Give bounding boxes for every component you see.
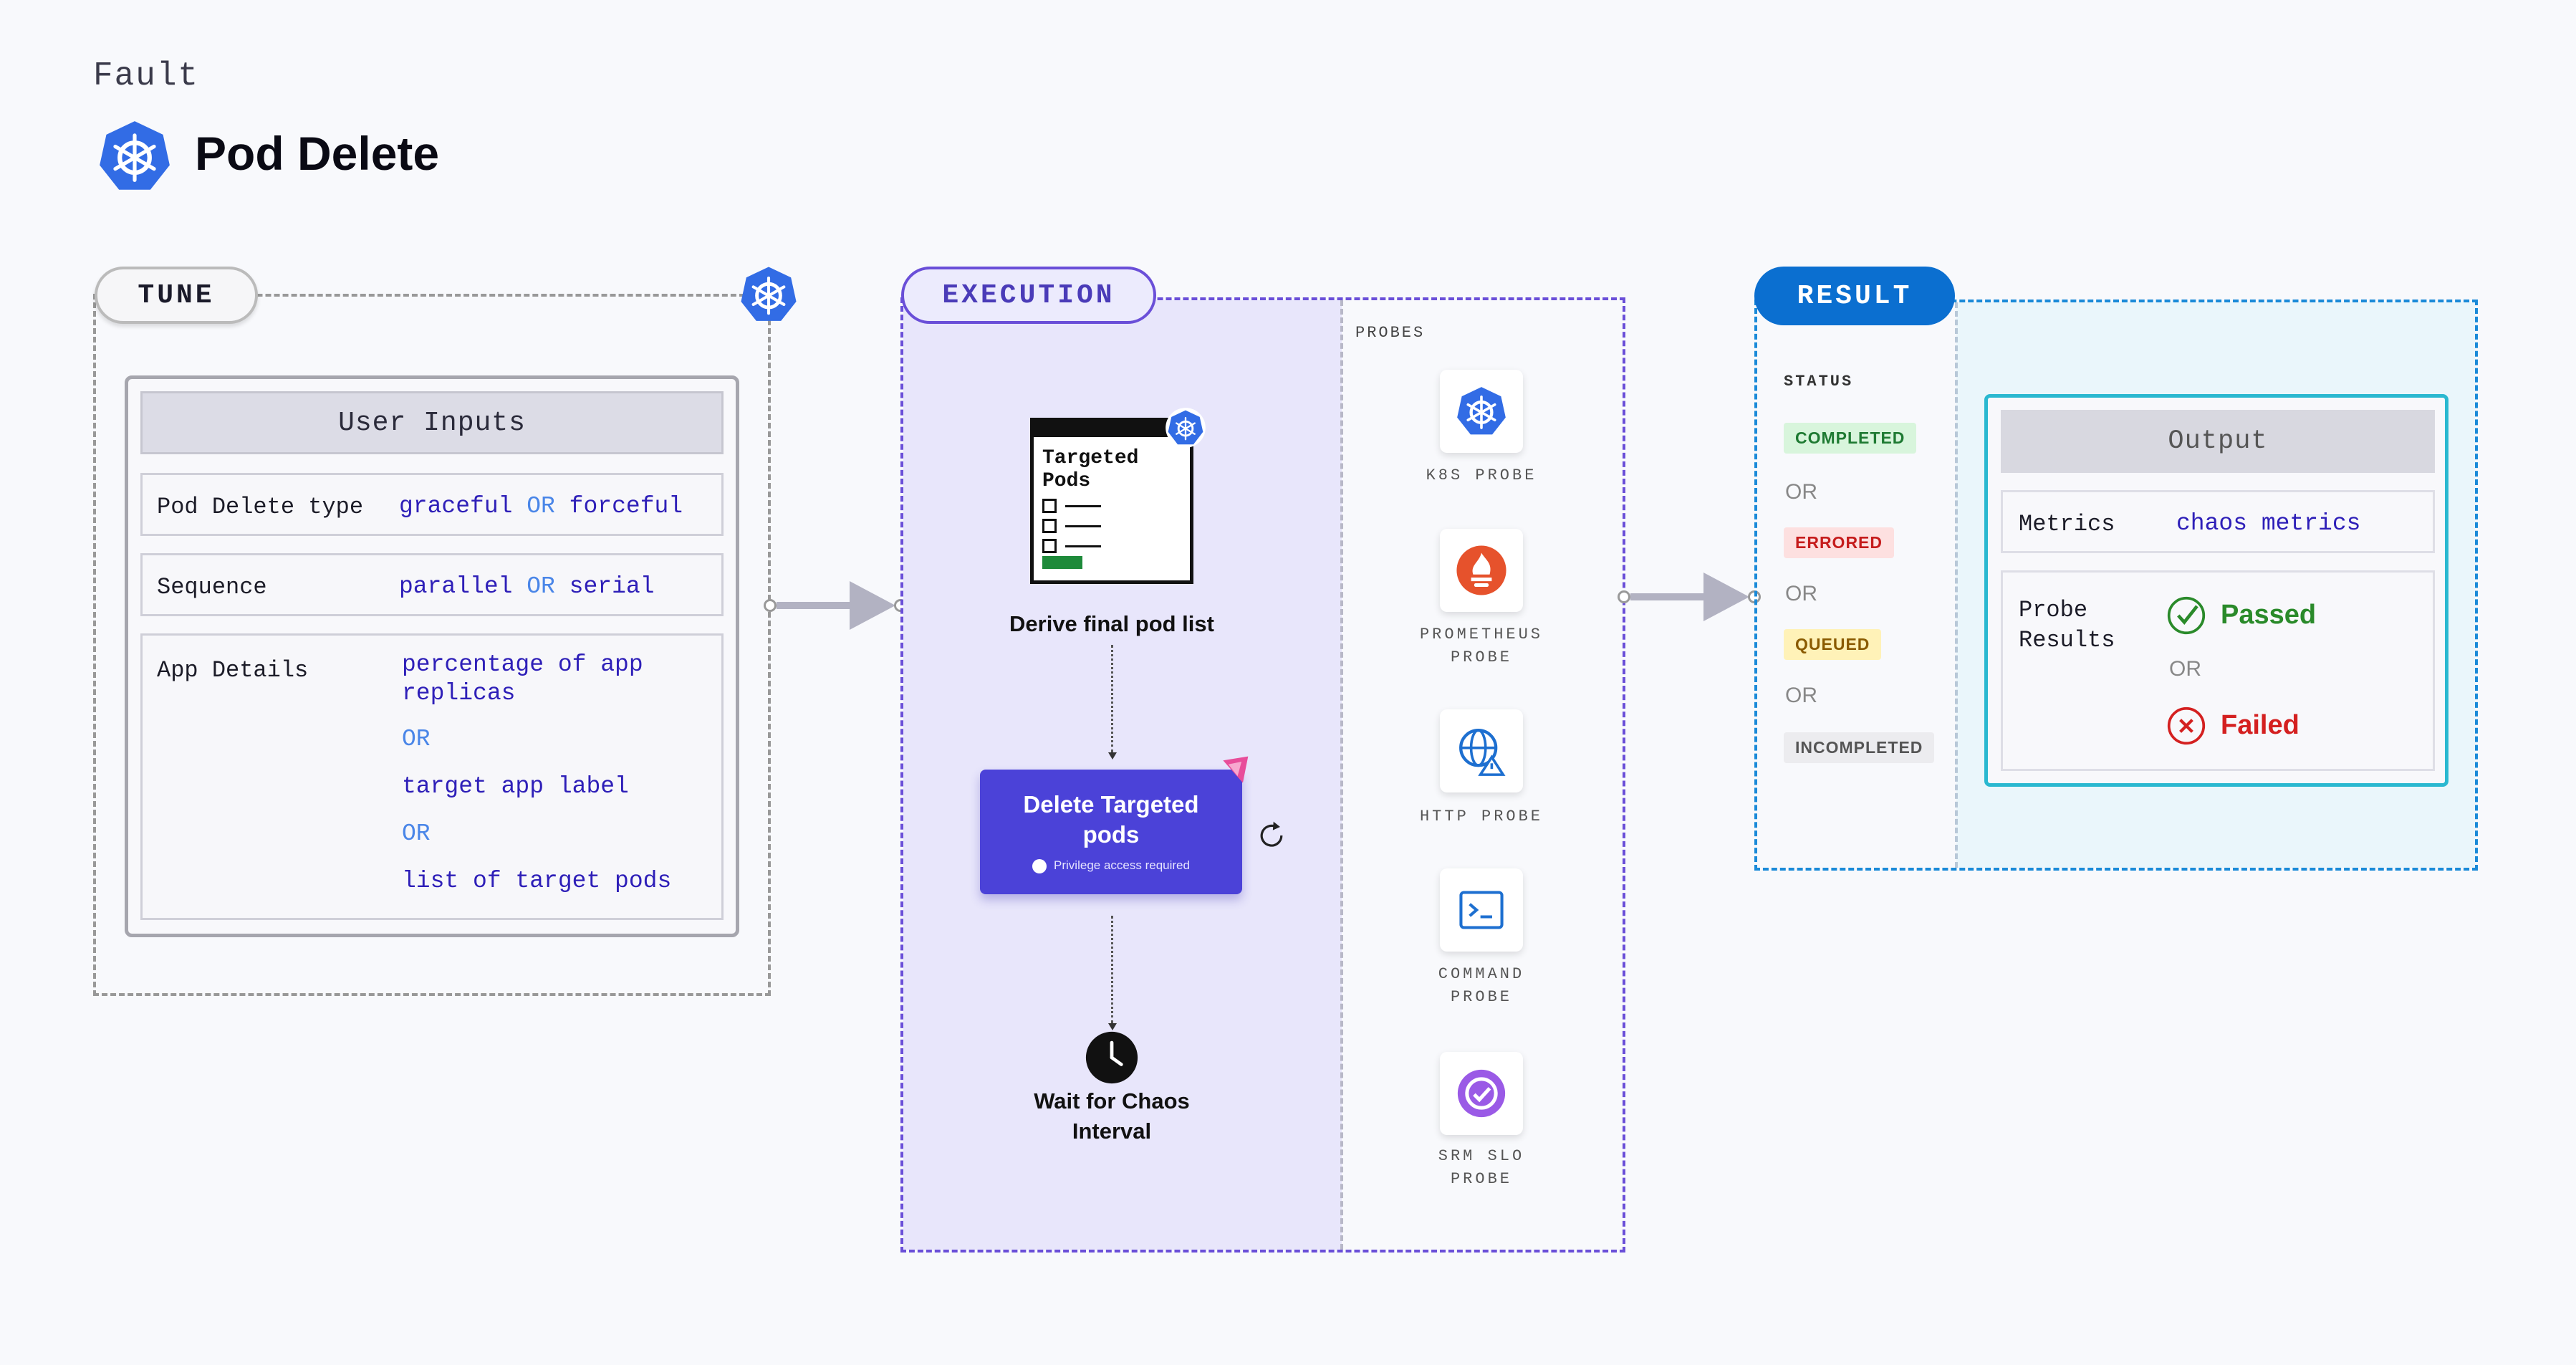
http-probe-label: HTTP PROBE <box>1419 808 1544 825</box>
metrics-row: Metrics chaos metrics <box>2001 490 2435 553</box>
result-panel <box>1754 300 2478 871</box>
lock-icon <box>1032 858 1047 873</box>
flow-arrow-tip <box>1108 1023 1117 1030</box>
output-title: Output <box>2001 410 2435 473</box>
probes-title: PROBES <box>1355 324 1426 342</box>
metrics-label: Metrics <box>2019 511 2115 537</box>
x-circle-icon <box>2167 707 2206 745</box>
connector-node <box>1618 590 1630 603</box>
k8s-probe-label: K8S PROBE <box>1426 466 1537 484</box>
delete-targeted-pods-step[interactable]: Delete Targeted pods Privilege access re… <box>980 770 1242 894</box>
kubernetes-icon <box>741 267 797 321</box>
command-probe-tile[interactable] <box>1440 868 1523 952</box>
prometheus-icon <box>1456 545 1506 595</box>
connector-line <box>1630 593 1709 600</box>
or-label: OR <box>2169 657 2201 681</box>
page-title: Pod Delete <box>195 127 440 180</box>
tune-panel <box>93 294 771 996</box>
app-option-pod-list: list of target pods <box>402 868 672 894</box>
chaos-marker-icon <box>1223 756 1249 783</box>
row-value: graceful OR forceful <box>399 493 683 519</box>
connector-node <box>764 599 777 612</box>
failed-label: Failed <box>2221 710 2299 740</box>
prometheus-probe-label: PROMETHEUS PROBE <box>1419 626 1544 666</box>
kubernetes-icon <box>1457 387 1506 435</box>
http-probe-tile[interactable] <box>1440 709 1523 792</box>
kubernetes-icon <box>100 121 170 190</box>
flow-arrow-tip <box>1108 752 1117 760</box>
app-option-label: target app label <box>402 773 629 800</box>
execution-pill: EXECUTION <box>901 267 1156 324</box>
pod-delete-type-row: Pod Delete type graceful OR forceful <box>140 473 724 536</box>
metrics-value: chaos metrics <box>2176 510 2361 537</box>
or-label: OR <box>1785 684 1817 707</box>
derive-pod-list-label: Derive final pod list <box>1009 611 1214 636</box>
status-badge-completed: COMPLETED <box>1784 423 1917 454</box>
user-inputs-title: User Inputs <box>140 391 724 454</box>
fault-label: Fault <box>93 57 200 95</box>
execution-panel <box>900 297 1625 1253</box>
connector-line <box>777 602 855 609</box>
probe-results-row: Probe Results Passed OR Failed <box>2001 570 2435 771</box>
divider <box>1955 302 1958 868</box>
clock-icon <box>1085 1031 1138 1084</box>
status-badge-queued: QUEUED <box>1784 629 1882 660</box>
or-label: OR <box>402 726 431 752</box>
k8s-probe-tile[interactable] <box>1440 370 1523 453</box>
slo-icon <box>1457 1069 1506 1118</box>
tune-pill: TUNE <box>95 267 258 324</box>
status-badge-errored: ERRORED <box>1784 527 1895 558</box>
row-label: App Details <box>157 657 309 684</box>
srm-slo-probe-tile[interactable] <box>1440 1052 1523 1135</box>
app-option-percentage: percentage of app <box>402 651 643 678</box>
app-details-row: App Details percentage of app replicas O… <box>140 633 724 920</box>
privilege-note: Privilege access required <box>980 858 1242 873</box>
terminal-icon <box>1459 891 1504 929</box>
divider <box>1340 300 1343 1250</box>
flow-line <box>1111 645 1113 752</box>
status-badge-incompleted: INCOMPLETED <box>1784 732 1935 763</box>
result-pill: RESULT <box>1754 267 1955 325</box>
command-probe-label: COMMAND PROBE <box>1438 965 1525 1006</box>
flow-line <box>1111 916 1113 1023</box>
or-label: OR <box>1785 582 1817 605</box>
check-circle-icon <box>2167 596 2206 635</box>
row-label: Pod Delete type <box>157 494 364 520</box>
arrow-right-icon <box>1703 573 1749 621</box>
kubernetes-icon <box>1166 408 1206 448</box>
app-option-percentage-cont: replicas <box>402 680 516 707</box>
passed-label: Passed <box>2221 600 2317 630</box>
status-title: STATUS <box>1784 373 1854 391</box>
srm-slo-probe-label: SRM SLO PROBE <box>1438 1147 1525 1188</box>
prometheus-probe-tile[interactable] <box>1440 529 1523 612</box>
or-label: OR <box>402 820 431 847</box>
refresh-icon <box>1260 821 1283 847</box>
wait-chaos-interval-label: Wait for Chaos Interval <box>1034 1088 1190 1144</box>
probe-results-label: Probe Results <box>2019 597 2115 653</box>
targeted-pods-title: Targeted Pods <box>1042 447 1139 492</box>
arrow-right-icon <box>850 581 895 630</box>
or-label: OR <box>1785 480 1817 504</box>
row-label: Sequence <box>157 574 267 600</box>
delete-step-title: Delete Targeted pods <box>1023 791 1199 848</box>
globe-icon <box>1459 729 1506 776</box>
targeted-pods-card: Targeted Pods <box>1030 418 1193 584</box>
sequence-row: Sequence parallel OR serial <box>140 553 724 616</box>
row-value: parallel OR serial <box>399 573 655 600</box>
